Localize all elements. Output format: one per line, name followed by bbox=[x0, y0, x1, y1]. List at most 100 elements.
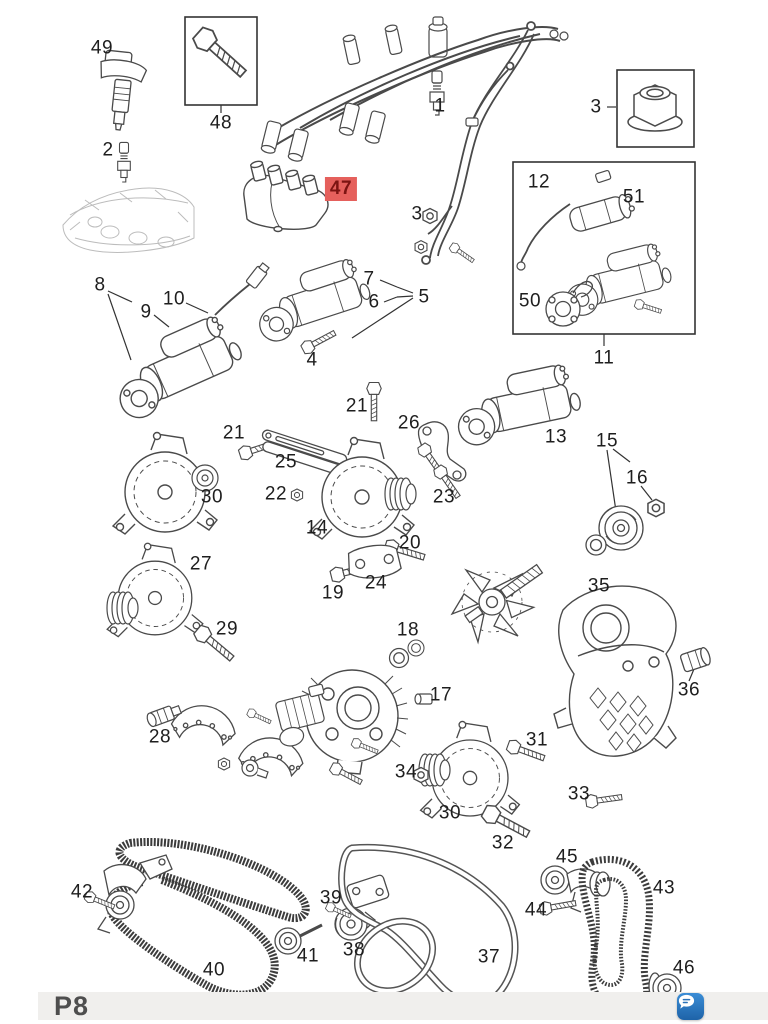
callout-50[interactable]: 50 bbox=[518, 290, 542, 312]
callout-27[interactable]: 27 bbox=[189, 553, 213, 575]
rear-housing bbox=[297, 669, 409, 775]
starter-wire-10 bbox=[214, 283, 251, 316]
seal-ring-18b bbox=[407, 639, 425, 657]
callout-35[interactable]: 35 bbox=[587, 575, 611, 597]
plug-connector bbox=[428, 16, 448, 58]
callout-49[interactable]: 49 bbox=[90, 37, 114, 59]
callout-46[interactable]: 46 bbox=[672, 957, 696, 979]
callout-6[interactable]: 6 bbox=[368, 291, 380, 313]
callout-33[interactable]: 33 bbox=[567, 783, 591, 805]
callout-25[interactable]: 25 bbox=[274, 451, 298, 473]
callout-15[interactable]: 15 bbox=[595, 430, 619, 452]
box-item-48 bbox=[184, 16, 258, 106]
callout-4[interactable]: 4 bbox=[306, 349, 318, 371]
bushing-36 bbox=[679, 646, 711, 673]
callout-10[interactable]: 10 bbox=[162, 288, 186, 310]
callout-26[interactable]: 26 bbox=[397, 412, 421, 434]
callout-2[interactable]: 2 bbox=[102, 139, 114, 161]
speech-bubble-icon bbox=[678, 994, 695, 1009]
callout-24[interactable]: 24 bbox=[364, 572, 388, 594]
callout-19[interactable]: 19 bbox=[321, 582, 345, 604]
cap-17 bbox=[414, 693, 433, 705]
wire-connector bbox=[595, 169, 612, 183]
callout-9[interactable]: 9 bbox=[140, 301, 152, 323]
ignition-wire-set bbox=[267, 26, 561, 147]
callout-32[interactable]: 32 bbox=[491, 832, 515, 854]
idler-pin bbox=[299, 923, 323, 938]
nut-small bbox=[217, 757, 231, 771]
belt-37 bbox=[338, 843, 519, 1007]
alternator-14-pulley bbox=[384, 477, 417, 511]
callout-48[interactable]: 48 bbox=[209, 112, 233, 134]
flange-nut-3 bbox=[627, 84, 683, 132]
leader-lines bbox=[107, 105, 695, 682]
callout-8[interactable]: 8 bbox=[94, 274, 106, 296]
wire-eyelet bbox=[516, 261, 526, 271]
housing-35 bbox=[553, 585, 677, 757]
callout-21[interactable]: 21 bbox=[345, 395, 369, 417]
callout-12[interactable]: 12 bbox=[527, 171, 551, 193]
callout-42[interactable]: 42 bbox=[70, 881, 94, 903]
callout-1[interactable]: 1 bbox=[434, 95, 446, 117]
harness-nut-3 bbox=[422, 207, 438, 225]
small-nut bbox=[414, 240, 428, 254]
callout-21[interactable]: 21 bbox=[222, 422, 246, 444]
starter-motor-9 bbox=[102, 310, 250, 425]
chat-widget-button[interactable] bbox=[677, 993, 704, 1020]
bolt-21-upper bbox=[366, 381, 382, 422]
callout-18[interactable]: 18 bbox=[396, 619, 420, 641]
callout-13[interactable]: 13 bbox=[544, 426, 568, 448]
callout-11[interactable]: 11 bbox=[593, 347, 615, 369]
spark-plug-2 bbox=[117, 141, 131, 183]
belt-tensioner-42 bbox=[96, 854, 173, 934]
pulley-15 bbox=[598, 505, 644, 551]
callout-39[interactable]: 39 bbox=[319, 887, 343, 909]
callout-45[interactable]: 45 bbox=[555, 846, 579, 868]
voltage-regulator bbox=[275, 683, 325, 747]
callout-3[interactable]: 3 bbox=[590, 96, 602, 118]
bearing-retainer bbox=[241, 759, 269, 779]
callout-40[interactable]: 40 bbox=[202, 959, 226, 981]
callout-29[interactable]: 29 bbox=[215, 618, 239, 640]
callout-31[interactable]: 31 bbox=[525, 729, 549, 751]
callout-37[interactable]: 37 bbox=[477, 946, 501, 968]
callout-30[interactable]: 30 bbox=[438, 802, 462, 824]
callout-23[interactable]: 23 bbox=[432, 486, 456, 508]
callout-17[interactable]: 17 bbox=[429, 684, 453, 706]
box-item-3 bbox=[616, 69, 695, 148]
footer-bar: P8 bbox=[38, 990, 768, 1021]
bushing-28 bbox=[146, 704, 182, 728]
callout-3[interactable]: 3 bbox=[411, 203, 423, 225]
callout-47-highlighted[interactable]: 47 bbox=[324, 177, 358, 201]
callout-41[interactable]: 41 bbox=[296, 945, 320, 967]
callout-30[interactable]: 30 bbox=[200, 486, 224, 508]
nut-16 bbox=[647, 498, 665, 518]
callout-5[interactable]: 5 bbox=[418, 286, 430, 308]
callout-14[interactable]: 14 bbox=[305, 517, 329, 539]
alternator-30-pulley bbox=[191, 464, 219, 492]
page-label: P8 bbox=[54, 990, 90, 1021]
wiring-harness bbox=[421, 21, 536, 265]
brush-holder-50 bbox=[545, 280, 593, 327]
callout-38[interactable]: 38 bbox=[342, 939, 366, 961]
callout-43[interactable]: 43 bbox=[652, 877, 676, 899]
solenoid-12 bbox=[569, 194, 635, 232]
mount-bolt-48 bbox=[189, 23, 252, 84]
callout-51[interactable]: 51 bbox=[622, 186, 646, 208]
bracket-24 bbox=[347, 544, 402, 579]
callout-36[interactable]: 36 bbox=[677, 679, 701, 701]
starter-connector bbox=[245, 262, 270, 289]
slip-ring-shield-a bbox=[168, 698, 241, 751]
callout-20[interactable]: 20 bbox=[398, 532, 422, 554]
callout-16[interactable]: 16 bbox=[625, 467, 649, 489]
callout-34[interactable]: 34 bbox=[394, 761, 418, 783]
solenoid-wire bbox=[520, 203, 571, 264]
callout-7[interactable]: 7 bbox=[363, 268, 375, 290]
callout-44[interactable]: 44 bbox=[524, 899, 548, 921]
bracket-26 bbox=[417, 421, 467, 482]
callout-22[interactable]: 22 bbox=[264, 483, 288, 505]
callout-28[interactable]: 28 bbox=[148, 726, 172, 748]
nut-22 bbox=[290, 488, 304, 502]
